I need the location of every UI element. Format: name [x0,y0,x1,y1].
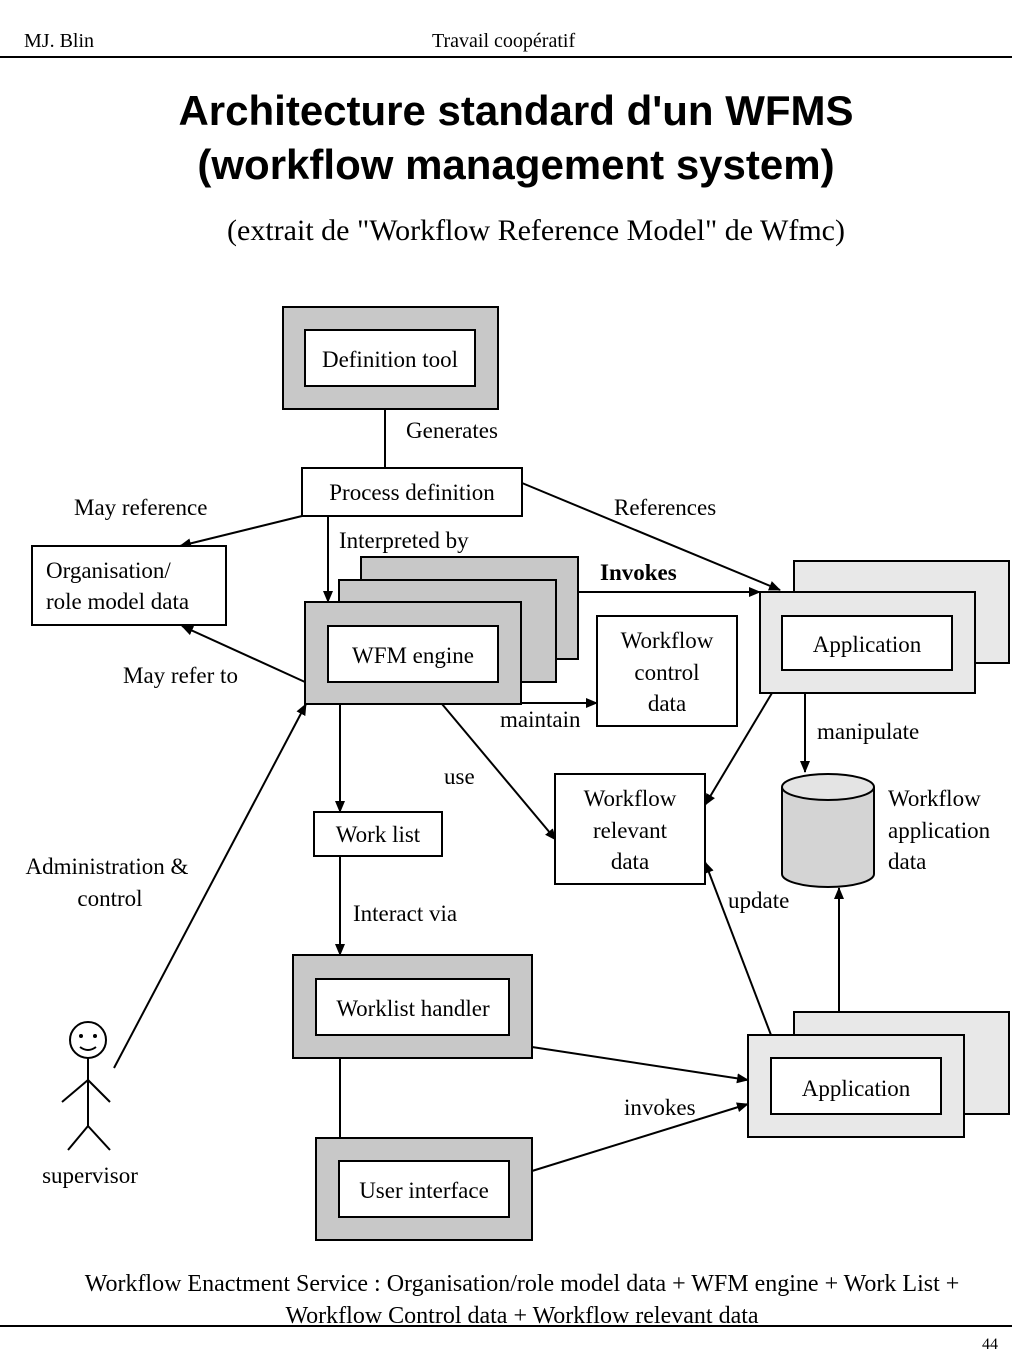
header-course: Travail coopératif [432,30,576,52]
label-update: update [728,888,789,913]
label-references: References [614,495,716,520]
label-use: use [444,764,475,789]
application-top-label: Application [813,632,922,657]
user-interface-node: User interface [315,1137,533,1241]
supervisor-label: supervisor [42,1163,138,1188]
workflow-app-data-label-line-3: data [888,849,926,874]
application-top-node: Application [759,560,1010,694]
definition-tool-node: Definition tool [282,306,499,410]
workflow-application-data-node: Workflow application data [781,773,991,888]
workflow-relevant-data-node: Workflow relevant data [554,773,706,885]
header-author: MJ. Blin [24,30,95,52]
process-definition-node: Process definition [301,467,523,517]
header-rule [0,56,1012,58]
workflow-control-label-line-3: data [648,691,686,716]
label-admin-line-2: control [77,886,142,911]
wfm-engine-node: WFM engine [304,556,579,705]
process-definition-label: Process definition [329,480,495,505]
database-cylinder-icon [781,787,875,888]
footer-line-1: Workflow Enactment Service : Organisatio… [84,1271,960,1297]
label-may-refer-to: May refer to [123,663,238,688]
label-maintain: maintain [500,707,581,732]
arrow-handler-to-application [531,1046,749,1084]
label-interpreted-by: Interpreted by [339,528,469,553]
page-number: 44 [982,1336,998,1353]
label-invokes-bottom: invokes [624,1095,696,1120]
label-interact-via: Interact via [353,901,457,926]
workflow-control-label-line-1: Workflow [621,628,714,653]
workflow-control-label-line-2: control [634,660,699,685]
application-bottom-node: Application [747,1011,1010,1138]
worklist-handler-label: Worklist handler [336,996,490,1021]
arrow-may-refer-to [181,625,306,683]
label-invokes-bold: Invokes [600,560,677,585]
workflow-relevant-label-line-2: relevant [593,818,668,843]
arrow-update [704,861,772,1036]
work-list-node: Work list [313,811,443,857]
definition-tool-label: Definition tool [322,347,458,372]
connectors [113,409,844,1172]
arrow-references [521,482,781,591]
arrow-invokes-bottom [531,1102,749,1172]
workflow-relevant-label-line-3: data [611,849,649,874]
workflow-app-data-label-line-1: Workflow [888,786,981,811]
label-manipulate: manipulate [817,719,919,744]
label-admin-line-1: Administration & [26,854,189,879]
wfm-engine-label: WFM engine [352,643,474,668]
organisation-node: Organisation/ role model data [31,545,227,626]
label-may-reference: May reference [74,495,207,520]
footer-line-2: Workflow Control data + Workflow relevan… [285,1303,759,1329]
workflow-control-data-node: Workflow control data [596,615,738,727]
label-generates: Generates [406,418,498,443]
work-list-label: Work list [336,822,421,847]
arrow-use [441,703,557,841]
user-interface-label: User interface [359,1178,489,1203]
arrow-may-reference [179,515,303,549]
edge-labels: Generates May reference References Inter… [26,418,920,1120]
title-line-1: Architecture standard d'un WFMS [178,87,854,134]
supervisor-figure: supervisor [42,1021,138,1188]
stick-figure-icon [61,1021,111,1151]
title-line-2: (workflow management system) [197,141,835,188]
footer-rule [0,1325,1012,1327]
organisation-label-line-1: Organisation/ [46,558,171,583]
workflow-relevant-label-line-1: Workflow [584,786,677,811]
workflow-app-data-label-line-2: application [888,818,991,843]
application-bottom-label: Application [802,1076,911,1101]
subtitle: (extrait de "Workflow Reference Model" d… [227,214,845,247]
arrow-application-to-relevant [704,692,773,806]
arrow-admin-control [113,703,307,1069]
worklist-handler-node: Worklist handler [292,954,533,1059]
organisation-label-line-2: role model data [46,589,189,614]
